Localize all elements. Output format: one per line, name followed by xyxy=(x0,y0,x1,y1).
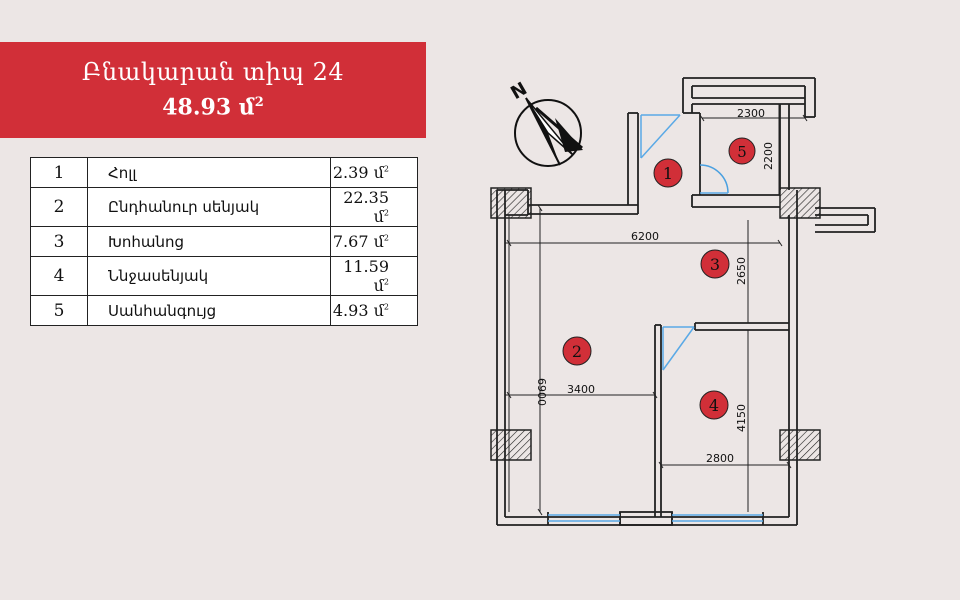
dimension-label: 6200 xyxy=(631,230,659,243)
table-row: 1 Հոլլ 2.39 մ2 xyxy=(30,157,418,188)
area-value: 48.93 xyxy=(162,94,232,121)
room-name: Խոհանոց xyxy=(87,226,331,257)
room-area-unit: մ xyxy=(373,207,384,226)
room-area: 2.39 մ2 xyxy=(330,157,418,188)
room-number: 4 xyxy=(30,256,88,296)
room-area-unit: մ xyxy=(373,232,384,251)
doors xyxy=(640,114,729,371)
dimension-label: 2200 xyxy=(762,142,775,170)
table-row: 4 Ննջասենյակ 11.59 մ2 xyxy=(30,256,418,296)
room-area-unit: մ xyxy=(373,163,384,182)
room-area-value: 7.67 xyxy=(332,232,369,251)
column xyxy=(779,187,821,219)
dimension-lines xyxy=(505,104,808,516)
room-marker-label: 5 xyxy=(737,143,747,161)
column xyxy=(490,429,532,461)
room-area-unit: մ xyxy=(373,276,384,295)
dimension-label: 4150 xyxy=(735,404,748,432)
dimension-label: 2800 xyxy=(706,452,734,465)
dimension-label: 2300 xyxy=(737,107,765,120)
area-sup: 2 xyxy=(254,95,264,110)
room-marker-1: 1 xyxy=(653,158,683,188)
dimension-label: 3400 xyxy=(567,383,595,396)
room-name: Ննջասենյակ xyxy=(87,256,331,296)
room-name: Հոլլ xyxy=(87,157,331,188)
compass-icon xyxy=(514,97,583,167)
room-number: 5 xyxy=(30,295,88,326)
area-unit: մ xyxy=(238,94,255,121)
windows xyxy=(548,514,763,522)
room-area-sup: 2 xyxy=(383,233,389,243)
room-area-value: 4.93 xyxy=(332,301,369,320)
room-marker-label: 2 xyxy=(572,342,582,361)
room-area-sup: 2 xyxy=(383,277,389,287)
room-marker-2: 2 xyxy=(562,336,592,366)
table-row: 2 Ընդհանուր սենյակ 22.35 մ2 xyxy=(30,187,418,227)
dimension-label: 6900 xyxy=(535,378,548,406)
room-area-value: 11.59 xyxy=(343,257,389,276)
rooms-table: 1 Հոլլ 2.39 մ2 2 Ընդհանուր սենյակ 22.35 … xyxy=(30,157,418,326)
room-marker-label: 1 xyxy=(663,164,673,183)
room-name: Սանհանգույց xyxy=(87,295,331,326)
room-area-sup: 2 xyxy=(383,302,389,312)
room-area-sup: 2 xyxy=(383,208,389,218)
dimension-label: 2650 xyxy=(735,257,748,285)
room-marker-label: 4 xyxy=(709,396,719,415)
room-area: 4.93 մ2 xyxy=(330,295,418,326)
room-area-value: 22.35 xyxy=(343,188,389,207)
room-area: 22.35 մ2 xyxy=(330,187,418,227)
room-area-value: 2.39 xyxy=(332,163,369,182)
column xyxy=(490,187,532,219)
apartment-title-banner: Բնակարան տիպ 24 48.93 մ2 xyxy=(0,42,426,138)
room-area: 11.59 մ2 xyxy=(330,256,418,296)
room-area-sup: 2 xyxy=(383,164,389,174)
column xyxy=(779,429,821,461)
room-marker-4: 4 xyxy=(699,390,729,420)
apartment-total-area: 48.93 մ2 xyxy=(0,88,426,122)
table-row: 5 Սանհանգույց 4.93 մ2 xyxy=(30,295,418,326)
room-area-unit: մ xyxy=(373,301,384,320)
room-marker-label: 3 xyxy=(710,255,720,274)
room-name: Ընդհանուր սենյակ xyxy=(87,187,331,227)
room-marker-3: 3 xyxy=(700,249,730,279)
room-marker-5: 5 xyxy=(728,137,756,165)
apartment-type-title: Բնակարան տիպ 24 xyxy=(81,58,345,86)
